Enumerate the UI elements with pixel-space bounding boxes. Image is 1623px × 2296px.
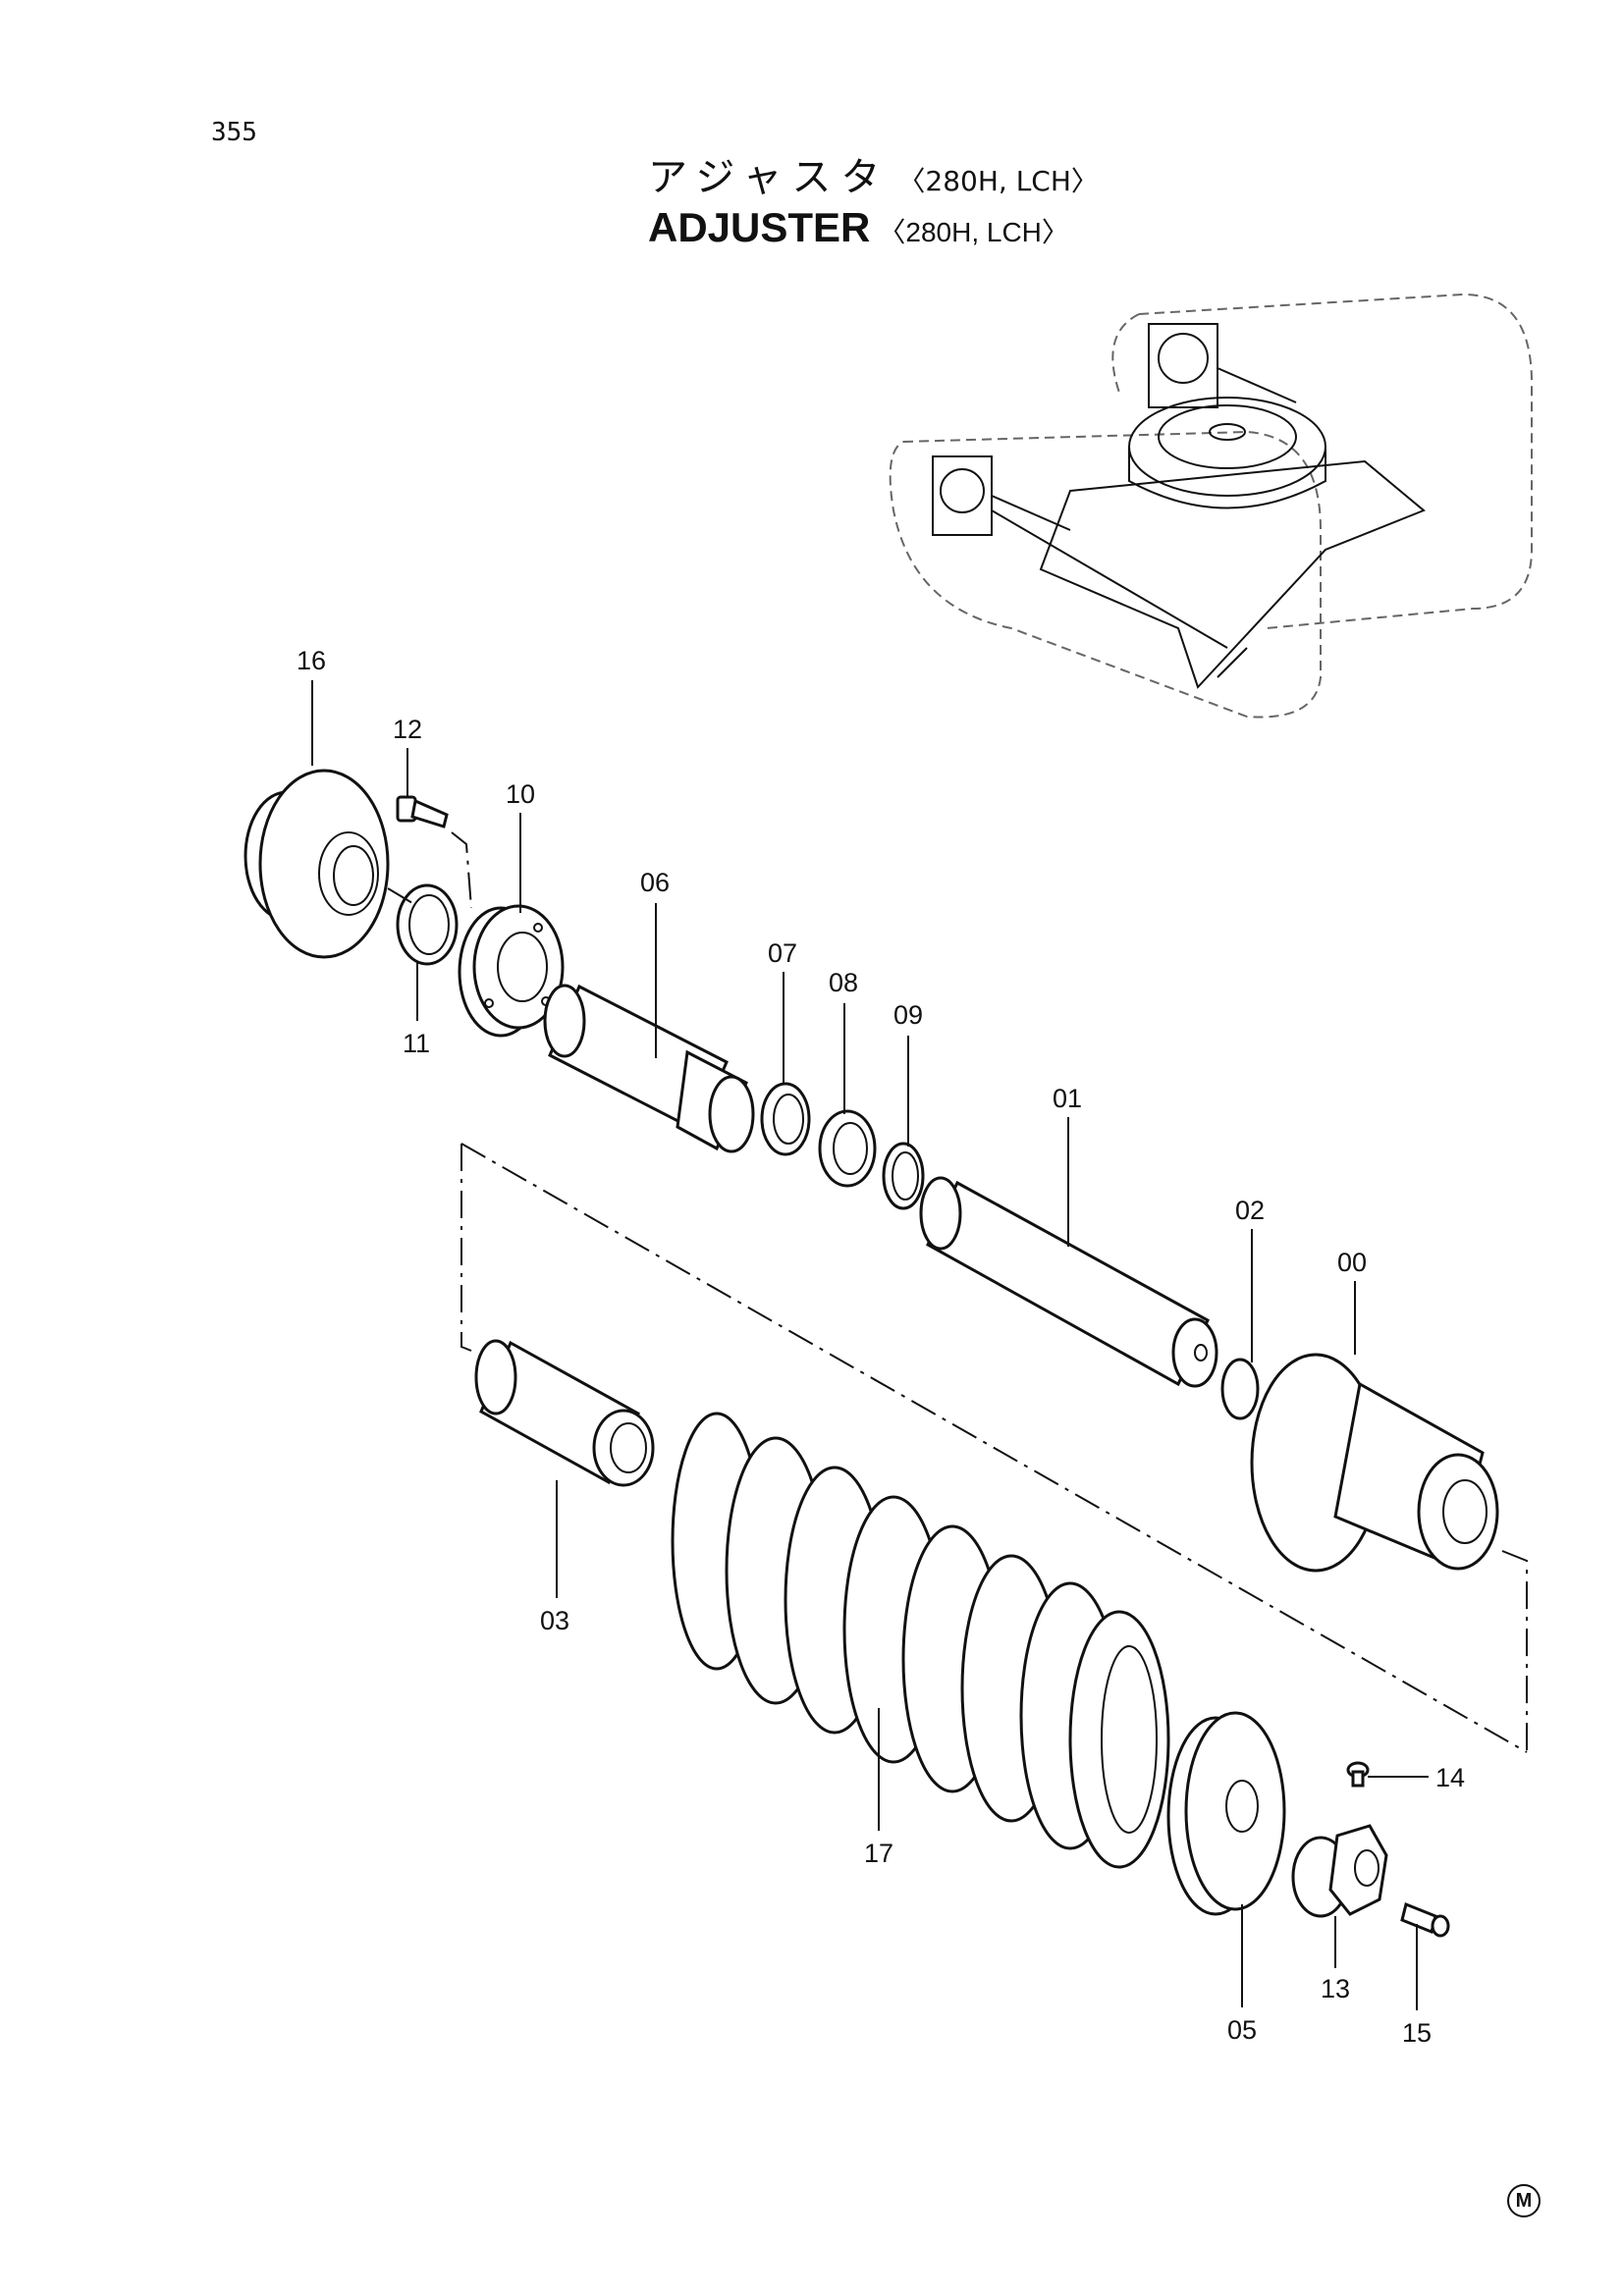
title-english: ADJUSTER〈280H, LCH〉 <box>648 204 1069 251</box>
assembly-lines <box>387 831 1528 1753</box>
part-10-flange <box>458 904 565 1038</box>
callout-17: 17 <box>864 1839 893 1868</box>
part-14-plug <box>1346 1761 1370 1788</box>
callout-06: 06 <box>640 868 670 897</box>
part-11-ring <box>396 883 459 966</box>
callout-00: 00 <box>1337 1248 1367 1277</box>
callout-08: 08 <box>829 968 858 997</box>
callout-03: 03 <box>540 1606 569 1635</box>
callouts: 16 12 10 11 06 07 08 09 01 02 00 03 17 0… <box>297 646 1465 2048</box>
part-06-rod <box>543 984 755 1153</box>
part-00-housing <box>1250 1353 1499 1573</box>
callout-05: 05 <box>1227 2015 1257 2045</box>
part-16-bracket <box>243 769 390 959</box>
title-model-tag-en: 〈280H, LCH〉 <box>878 217 1069 247</box>
part-05-seat <box>1166 1711 1286 1916</box>
callout-16: 16 <box>297 646 326 675</box>
callout-10: 10 <box>506 779 535 809</box>
callout-02: 02 <box>1235 1196 1265 1225</box>
part-15-fitting <box>1400 1901 1450 1938</box>
callout-15: 15 <box>1402 2018 1432 2048</box>
part-02-o-ring <box>1220 1358 1260 1420</box>
callout-09: 09 <box>893 1000 923 1030</box>
callout-07: 07 <box>768 938 797 968</box>
part-13-nut <box>1291 1824 1388 1918</box>
part-17-spring <box>671 1412 1170 1869</box>
part-07-ring <box>760 1082 811 1156</box>
part-09-snap-ring <box>882 1142 925 1210</box>
callout-01: 01 <box>1053 1084 1082 1113</box>
part-08-packing <box>818 1109 877 1188</box>
part-03-sleeve <box>474 1339 655 1487</box>
callout-11: 11 <box>403 1029 430 1058</box>
callout-14: 14 <box>1435 1763 1465 1792</box>
callout-12: 12 <box>393 715 422 744</box>
title-japanese: アジャスタ〈280H, LCH〉 <box>648 145 1099 202</box>
part-01-cylinder <box>919 1176 1218 1388</box>
title-english-text: ADJUSTER <box>648 204 871 250</box>
corner-mark: M <box>1507 2184 1541 2217</box>
title-model-tag-jp: 〈280H, LCH〉 <box>897 165 1099 197</box>
part-12-bolt <box>396 795 449 828</box>
leader-lines <box>311 680 1429 2010</box>
page-number: 355 <box>211 118 257 147</box>
undercarriage-overview <box>889 293 1533 719</box>
title-japanese-text: アジャスタ <box>648 155 891 200</box>
callout-13: 13 <box>1321 1974 1350 2003</box>
